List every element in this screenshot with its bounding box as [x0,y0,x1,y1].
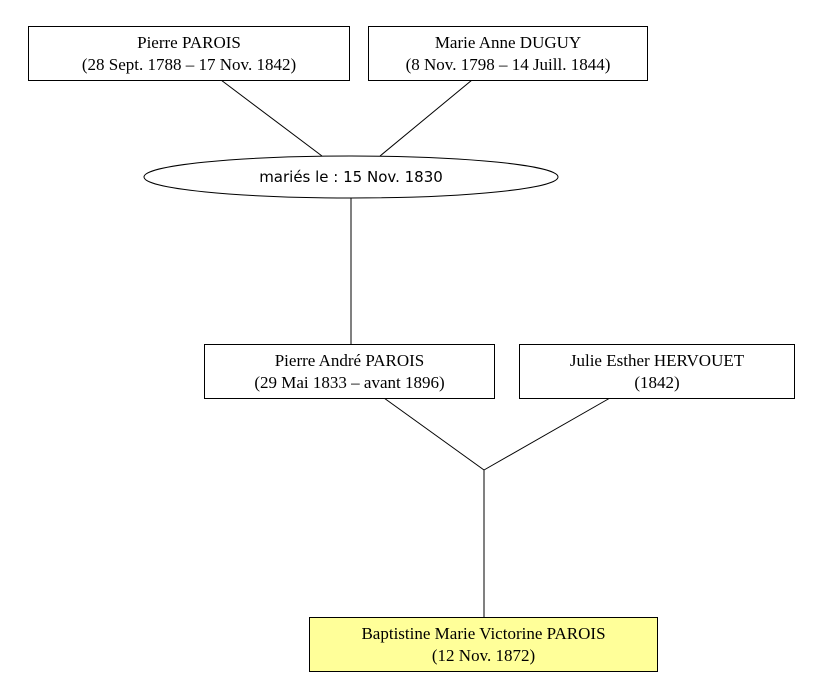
person-baptistine-parois: Baptistine Marie Victorine PAROIS (12 No… [309,617,658,672]
person-name: Baptistine Marie Victorine PAROIS [361,623,606,643]
link-julie-to-junction [483,397,611,471]
person-dates: (29 Mai 1833 – avant 1896) [254,372,445,392]
person-dates: (12 Nov. 1872) [431,645,536,665]
person-dates: (1842) [634,372,680,392]
marriage-label: mariés le : 15 Nov. 1830 [259,168,443,186]
link-marie-to-marriage [379,79,473,157]
person-marie-anne-duguy: Marie Anne DUGUY (8 Nov. 1798 – 14 Juill… [368,26,648,81]
person-name: Pierre André PAROIS [274,350,425,370]
person-dates: (8 Nov. 1798 – 14 Juill. 1844) [405,54,611,74]
person-name: Marie Anne DUGUY [434,32,582,52]
person-name: Julie Esther HERVOUET [569,350,745,370]
person-julie-esther-hervouet: Julie Esther HERVOUET (1842) [519,344,795,399]
link-pierre-to-marriage [220,79,323,157]
person-pierre-andre-parois: Pierre André PAROIS (29 Mai 1833 – avant… [204,344,495,399]
person-pierre-parois: Pierre PAROIS (28 Sept. 1788 – 17 Nov. 1… [28,26,350,81]
link-pierre-andre-to-junction [383,397,485,471]
person-dates: (28 Sept. 1788 – 17 Nov. 1842) [81,54,297,74]
person-name: Pierre PAROIS [137,32,241,52]
